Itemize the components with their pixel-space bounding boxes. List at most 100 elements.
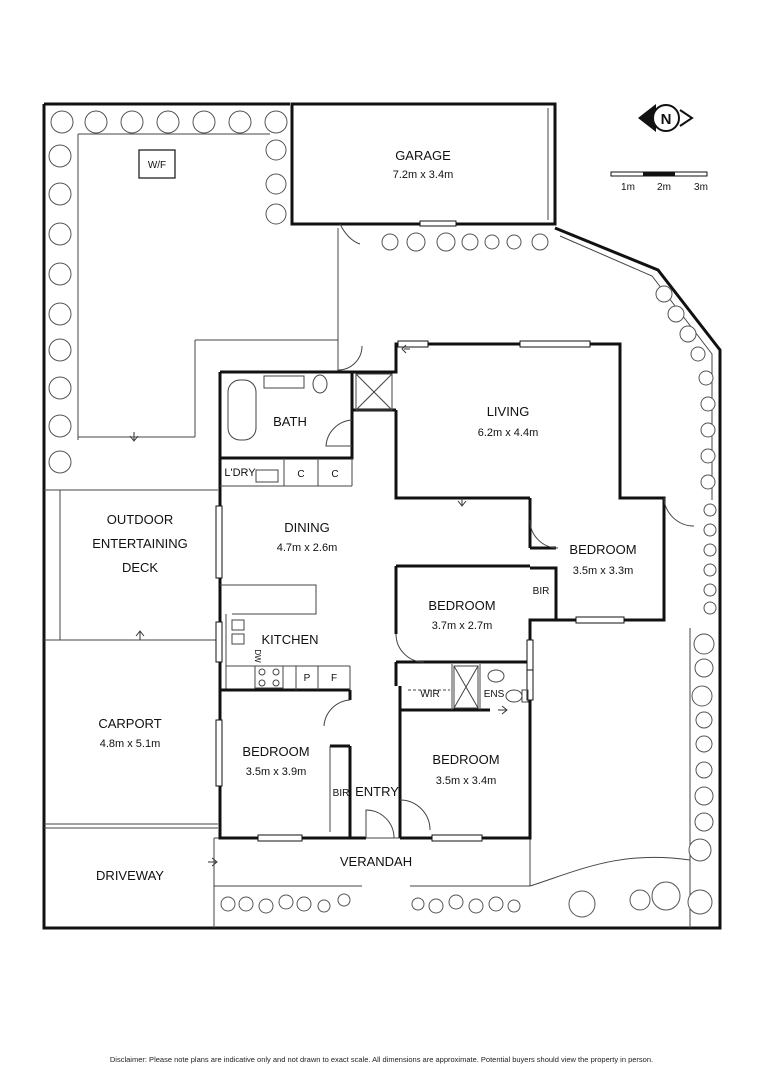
wf-label: W/F	[148, 160, 166, 171]
shrub-icon	[120, 110, 144, 134]
shrub-icon	[50, 110, 74, 134]
shrub-icon	[695, 761, 713, 779]
shrub-icon	[381, 233, 399, 251]
shrub-icon	[258, 898, 274, 914]
driveway-label: DRIVEWAY	[96, 868, 164, 883]
garage-dims: 7.2m x 3.4m	[393, 169, 454, 181]
house-walls	[215, 340, 695, 842]
shrub-icon	[694, 812, 714, 832]
shrub-icon	[48, 450, 72, 474]
shrub-icon	[688, 838, 712, 862]
shrub-icon	[531, 233, 549, 251]
outdoor-label-2: ENTERTAINING	[92, 536, 188, 551]
dining-dims: 4.7m x 2.6m	[277, 542, 338, 554]
shrub-icon	[265, 139, 287, 161]
outdoor-label-3: DECK	[122, 560, 158, 575]
dining-label: DINING	[284, 520, 330, 535]
shrub-icon	[48, 338, 72, 362]
scale-tick-1m: 1m	[621, 182, 635, 193]
carport-label: CARPORT	[98, 716, 161, 731]
shrub-icon	[687, 889, 713, 915]
shrub-icon	[448, 894, 464, 910]
bedroom-sw-dims: 3.5m x 3.9m	[246, 766, 307, 778]
shrub-icon	[428, 898, 444, 914]
shrub-icon	[629, 889, 651, 911]
shrub-icon	[703, 543, 717, 557]
kitchen-label: KITCHEN	[261, 632, 318, 647]
shrub-icon	[703, 583, 717, 597]
shrub-icon	[506, 234, 522, 250]
shrub-icon	[264, 110, 288, 134]
disclaimer: Disclaimer: Please note plans are indica…	[109, 1055, 654, 1064]
entry-arrows	[129, 344, 508, 867]
bedroom-se-dims: 3.5m x 3.4m	[436, 775, 497, 787]
shrub-icon	[703, 523, 717, 537]
shrub-icon	[700, 448, 716, 464]
shrub-icon	[693, 633, 715, 655]
shrub-icon	[698, 370, 714, 386]
shrub-icon	[238, 896, 254, 912]
shrub-icon	[48, 262, 72, 286]
shrub-icon	[337, 893, 351, 907]
shrub-icon	[48, 144, 72, 168]
pantry-label: P	[304, 673, 311, 684]
shrub-icon	[695, 711, 713, 729]
shrub-icon	[84, 110, 108, 134]
shrub-icon	[703, 601, 717, 615]
entry-label: ENTRY	[355, 784, 399, 799]
north-compass-icon: N	[638, 104, 694, 132]
shrub-icon	[694, 658, 714, 678]
shrub-icon	[461, 233, 479, 251]
shrub-icon	[700, 474, 716, 490]
wir-label: WIR	[420, 689, 439, 700]
shrub-icon	[406, 232, 426, 252]
shrub-icon	[411, 897, 425, 911]
shrub-icon	[48, 182, 72, 206]
shrub-icon	[278, 894, 294, 910]
shrub-icon	[667, 305, 685, 323]
bir-east-label: BIR	[533, 586, 550, 597]
shrub-icon	[484, 234, 500, 250]
shrub-icon	[700, 422, 716, 438]
shrub-icon	[703, 563, 717, 577]
shrub-icon	[265, 203, 287, 225]
verandah-label: VERANDAH	[340, 854, 412, 869]
bedroom-sw-label: BEDROOM	[242, 744, 309, 759]
scale-bar: 1m 2m 3m	[610, 171, 708, 193]
shrub-icon	[296, 896, 312, 912]
shrub-icon	[436, 232, 456, 252]
scale-tick-3m: 3m	[694, 182, 708, 193]
ens-label: ENS	[484, 689, 505, 700]
garage-label: GARAGE	[395, 148, 451, 163]
laundry-label: L'DRY	[224, 467, 256, 479]
cupboard-2-label: C	[331, 469, 338, 480]
cupboard-1-label: C	[297, 469, 304, 480]
bedroom-east-dims: 3.5m x 3.3m	[573, 565, 634, 577]
shrub-icon	[690, 346, 706, 362]
bedroom-east-label: BEDROOM	[569, 542, 636, 557]
shrub-icon	[651, 881, 681, 911]
room-labels: GARAGE 7.2m x 3.4m W/F BATH L'DRY C C LI…	[92, 148, 636, 883]
living-dims: 6.2m x 4.4m	[478, 427, 539, 439]
shrub-icon	[468, 898, 484, 914]
shrub-icon	[700, 396, 716, 412]
shrub-icon	[655, 285, 673, 303]
shrub-icon	[694, 786, 714, 806]
scale-tick-2m: 2m	[657, 182, 671, 193]
shrub-icon	[691, 685, 713, 707]
shrub-icon	[48, 414, 72, 438]
shrub-icon	[265, 173, 287, 195]
wf-box	[138, 149, 176, 179]
living-label: LIVING	[487, 404, 530, 419]
bedroom-se-label: BEDROOM	[432, 752, 499, 767]
shrub-icon	[228, 110, 252, 134]
bir-sw-label: BIR	[333, 788, 350, 799]
garage	[290, 102, 557, 245]
bedroom-mid-dims: 3.7m x 2.7m	[432, 620, 493, 632]
shrub-icon	[220, 896, 236, 912]
shrub-icon	[192, 110, 216, 134]
shrub-icon	[317, 899, 331, 913]
shrub-icon	[488, 896, 504, 912]
shrub-icon	[156, 110, 180, 134]
